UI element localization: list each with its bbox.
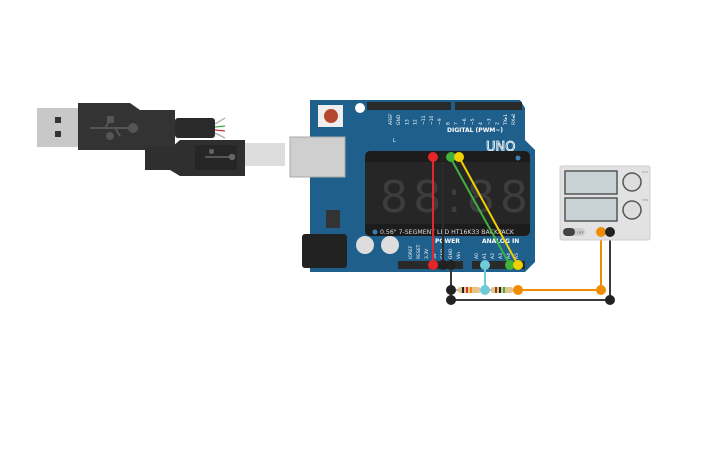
display-digits: 88:88 xyxy=(380,172,528,223)
reset-button[interactable] xyxy=(324,109,338,123)
analog-label: ANALOG IN xyxy=(482,238,519,245)
knob2-label: CH2 xyxy=(642,198,648,202)
display-dot xyxy=(515,155,521,161)
supply-display-1 xyxy=(564,170,618,195)
knob1-label: CH1 xyxy=(642,170,648,174)
usb-icon xyxy=(90,116,138,140)
led-label: L xyxy=(393,138,396,144)
cable-wires xyxy=(214,117,226,139)
pin-label: 13 xyxy=(404,119,410,125)
voltage-regulator xyxy=(326,210,340,228)
pin-label: 8 xyxy=(445,122,451,125)
supply-display-2 xyxy=(564,197,618,222)
usb-icon xyxy=(205,149,236,161)
pin-label: ~11 xyxy=(421,115,427,125)
capacitor xyxy=(356,236,374,254)
resistor-1[interactable] xyxy=(451,287,485,293)
pin-label: GND xyxy=(396,114,402,125)
pin-label: RESET xyxy=(416,244,422,259)
pin-label: AREF xyxy=(388,113,394,125)
wire-sda[interactable] xyxy=(449,156,511,266)
capacitor xyxy=(381,236,399,254)
pin-label: ~6 xyxy=(462,118,468,125)
pin-label: IOREF xyxy=(408,245,414,259)
usb-a-hole xyxy=(55,131,61,137)
usb-cable-collar xyxy=(175,118,215,138)
usb-a-hole xyxy=(55,117,61,123)
pin-label: Vin xyxy=(456,252,462,259)
mount-hole xyxy=(355,103,365,113)
resistor-2[interactable] xyxy=(485,287,518,293)
pin-label: A3 xyxy=(498,253,504,259)
pin-label: A1 xyxy=(482,253,488,259)
pin-label: A2 xyxy=(490,253,496,259)
voltage-knob[interactable] xyxy=(622,172,642,192)
pin-label: 2 xyxy=(495,122,501,125)
pin-label: ~10 xyxy=(429,115,435,125)
power-switch-knob xyxy=(563,228,575,236)
usb-a-plug-metal xyxy=(37,108,82,147)
display-face xyxy=(365,162,530,224)
pin-label: A0 xyxy=(474,253,480,259)
digital-header-left[interactable] xyxy=(367,102,451,110)
wire-nodes[interactable] xyxy=(428,152,615,305)
analog-header[interactable] xyxy=(472,261,525,269)
pin-label: TX▸1 xyxy=(503,114,509,126)
pin-label: ~5 xyxy=(470,118,476,125)
pin-label: RX◂0 xyxy=(511,114,517,125)
usb-a-plug-body xyxy=(78,103,175,150)
pin-label: ~3 xyxy=(486,118,492,125)
usb-port xyxy=(289,136,346,178)
display-dot xyxy=(372,229,378,235)
digital-label: DIGITAL (PWM~) xyxy=(447,127,503,134)
pin-label: A4 xyxy=(506,253,512,259)
current-knob[interactable] xyxy=(622,200,642,220)
positive-terminal[interactable] xyxy=(596,227,606,237)
usb-b-plug-metal xyxy=(245,143,285,166)
pin-label: A5 xyxy=(514,253,520,259)
pin-label: 4 xyxy=(478,122,484,125)
pin-label: 7 xyxy=(454,122,460,125)
negative-terminal[interactable] xyxy=(605,227,615,237)
pin-label: 5V xyxy=(432,252,438,259)
seven-segment-display[interactable]: 88:88 0.56" 7-SEGMENT LED HT16K33 BACKPA… xyxy=(365,151,530,236)
pin-label: 12 xyxy=(413,119,419,125)
pin-label: ~9 xyxy=(437,118,443,125)
usb-cable[interactable] xyxy=(37,103,285,176)
wire-ground[interactable] xyxy=(450,232,611,301)
dc-power-supply[interactable]: CH1 CH2 OFF xyxy=(559,165,651,241)
dc-jack xyxy=(302,234,347,268)
switch-label: OFF xyxy=(577,231,584,235)
power-label: POWER xyxy=(435,238,460,245)
digital-header-right[interactable] xyxy=(455,102,522,110)
display-label: 0.56" 7-SEGMENT LED HT16K33 BACKPACK xyxy=(380,229,515,236)
pin-label: 3.3V xyxy=(424,248,430,259)
wire-scl[interactable] xyxy=(458,156,519,266)
pin-label: GND xyxy=(448,248,454,259)
